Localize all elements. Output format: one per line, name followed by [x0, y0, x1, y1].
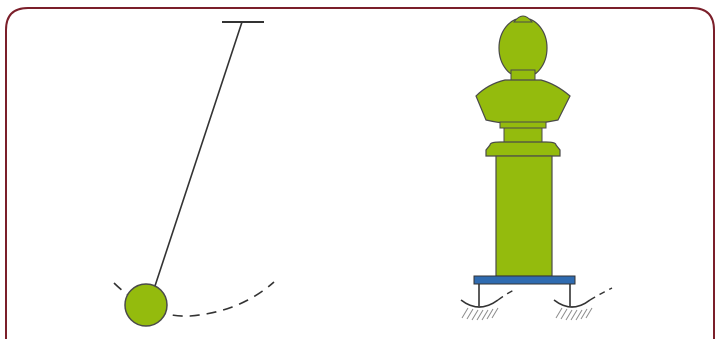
pendulum-string: [152, 21, 243, 293]
statue-right-curved-support: [553, 299, 591, 308]
pendulum-swing-arc: [113, 281, 275, 317]
statue-right-support-dash: [589, 287, 613, 301]
statue-shoulders: [475, 79, 571, 125]
statue-pedestal-neck: [503, 127, 543, 143]
statue-base-plate: [473, 275, 576, 285]
statue-topknot: [512, 15, 534, 23]
statue-left-curved-support: [460, 299, 499, 308]
statue-column-shaft: [495, 155, 553, 277]
statue-upper-collar: [499, 121, 547, 129]
frame-border: [5, 7, 715, 339]
pendulum-bob: [124, 283, 168, 327]
statue-right-ground-hatch: [555, 307, 593, 321]
statue-left-support-dash: [497, 289, 515, 301]
statue-group: [460, 15, 613, 321]
pendulum-group: [113, 21, 275, 327]
statue-capital: [485, 141, 561, 157]
statue-head: [498, 17, 548, 79]
statue-left-ground-hatch: [461, 307, 499, 321]
